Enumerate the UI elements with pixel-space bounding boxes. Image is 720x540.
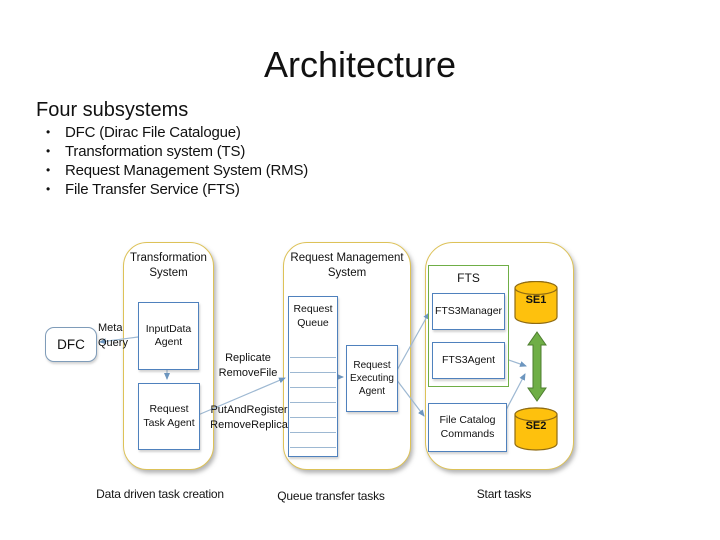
- file-catalog-commands-node: File Catalog Commands: [428, 403, 507, 452]
- se1-cylinder: SE1: [514, 280, 558, 325]
- fts3agent-node: FTS3Agent: [432, 342, 505, 379]
- double-arrow-icon: [527, 331, 547, 402]
- dfc-node: DFC: [45, 327, 97, 362]
- meta-query-edge-label: Meta Query: [98, 322, 128, 349]
- request-management-system-title: Request Management System: [290, 252, 404, 279]
- putandregister-edge-label: PutAndRegister RemoveReplica: [210, 404, 288, 431]
- request-queue-node: Request Queue: [288, 296, 338, 457]
- bullet-transformation-system: Transformation system (TS): [44, 142, 308, 161]
- replicate-removefile-edge-label: Replicate RemoveFile: [218, 352, 278, 379]
- caption-queue-transfer-tasks: Queue transfer tasks: [277, 489, 385, 503]
- bullet-dfc: DFC (Dirac File Catalogue): [44, 123, 308, 142]
- cylinder-icon: [514, 407, 558, 451]
- bullet-file-transfer-service: File Transfer Service (FTS): [44, 180, 308, 199]
- bullet-request-management-system: Request Management System (RMS): [44, 161, 308, 180]
- slide-subtitle: Four subsystems: [36, 99, 189, 121]
- request-queue-slots: [290, 343, 336, 455]
- caption-start-tasks: Start tasks: [476, 487, 532, 501]
- fts-label: FTS: [457, 271, 480, 285]
- transformation-system-title: Transformation System: [130, 252, 207, 279]
- se2-label: SE2: [525, 420, 547, 432]
- request-task-agent-node: Request Task Agent: [138, 383, 200, 450]
- se1-label: SE1: [525, 294, 547, 306]
- transfer-arrow: [527, 331, 547, 407]
- request-executing-agent-node: Request Executing Agent: [346, 345, 398, 412]
- inputdata-agent-node: InputData Agent: [138, 302, 199, 370]
- cylinder-icon: [514, 280, 558, 325]
- caption-data-driven-task-creation: Data driven task creation: [96, 487, 224, 501]
- subsystem-bullet-list: DFC (Dirac File Catalogue) Transformatio…: [44, 123, 308, 199]
- fts3manager-node: FTS3Manager: [432, 293, 505, 330]
- slide-title: Architecture: [263, 44, 457, 85]
- request-queue-label: Request Queue: [293, 303, 333, 329]
- se2-cylinder: SE2: [514, 407, 558, 451]
